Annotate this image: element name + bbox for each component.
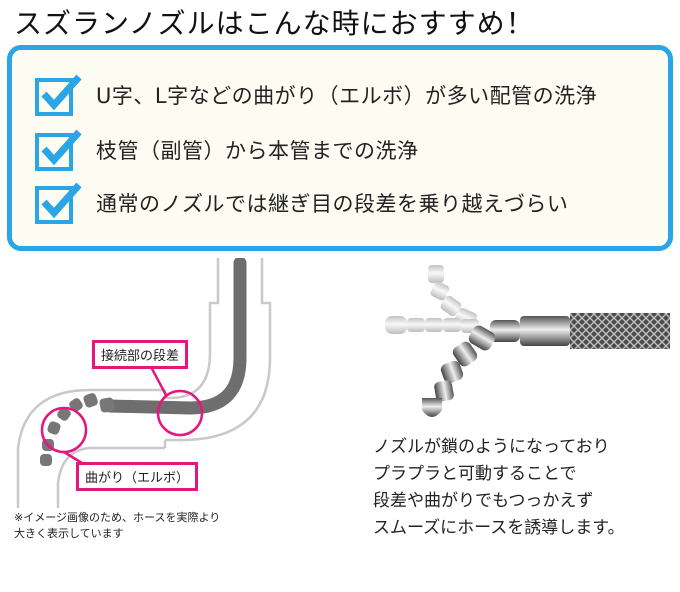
feature-item: 通常のノズルでは継ぎ目の段差を乗り越えづらい (34, 180, 568, 226)
description-line: 段差や曲がりでもつっかえず (373, 491, 594, 511)
check-icon (35, 129, 82, 171)
callout-markers (40, 364, 204, 465)
joint-callout-label: 接続部の段差 (92, 340, 189, 369)
feature-text: U字、L字などの曲がり（エルボ）が多い配管の洗浄 (96, 84, 598, 108)
check-icon (35, 182, 82, 224)
page-heading: スズランノズルはこんな時におすすめ！ (14, 7, 535, 40)
hose-coupling (520, 316, 570, 346)
feature-box: U字、L字などの曲がり（エルボ）が多い配管の洗浄 枝管（副管）から本管までの洗浄… (7, 45, 673, 251)
description-line: ノズルが鎖のようになっており (373, 437, 610, 457)
pipe-outline (16, 258, 272, 508)
feature-text: 枝管（副管）から本管までの洗浄 (96, 139, 419, 163)
feature-item: U字、L字などの曲がり（エルボ）が多い配管の洗浄 (34, 72, 597, 118)
feature-item: 枝管（副管）から本管までの洗浄 (34, 127, 419, 173)
nozzle-description: ノズルが鎖のようになっており プラプラと可動することで 段差や曲がりでもつっかえ… (373, 434, 625, 542)
nozzle-chain (40, 393, 115, 466)
nozzle-ghost (385, 265, 479, 334)
description-line: スムーズにホースを誘導します。 (373, 518, 625, 538)
hose (103, 258, 247, 415)
hose-braid (570, 313, 670, 349)
pipe-diagram (16, 258, 272, 508)
feature-text: 通常のノズルでは継ぎ目の段差を乗り越えづらい (96, 192, 569, 216)
note-line: 大きく表示しています (14, 527, 124, 540)
nozzle-illustration (385, 265, 670, 417)
nozzle-segments (422, 320, 520, 417)
note-line: ※イメージ画像のため、ホースを実際より (14, 511, 221, 524)
check-icon (35, 74, 82, 116)
elbow-callout-label: 曲がり（エルボ） (76, 462, 199, 491)
description-line: プラプラと可動することで (373, 464, 577, 484)
image-note: ※イメージ画像のため、ホースを実際より 大きく表示しています (14, 510, 314, 542)
